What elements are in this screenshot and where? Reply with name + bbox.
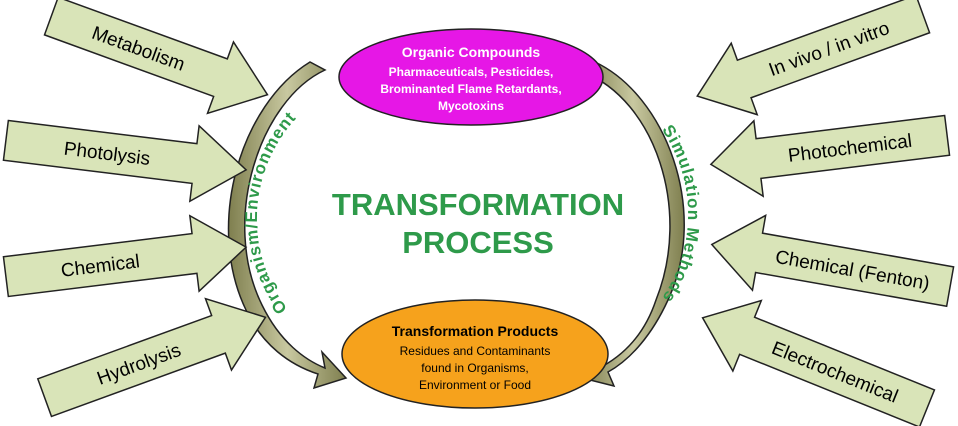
organic-compounds-line: Brominanted Flame Retardants, [380, 82, 561, 96]
metabolism-arrow: Metabolism [43, 0, 269, 115]
transformation-products-title: Transformation Products [392, 323, 559, 339]
photochemical-arrow: Photochemical [709, 114, 951, 198]
transformation-products-line: found in Organisms, [421, 361, 528, 375]
organic-compounds-line: Mycotoxins [438, 99, 504, 113]
chemical-arrow: Chemical [2, 214, 248, 298]
organic-compounds-line: Pharmaceuticals, Pesticides, [389, 65, 554, 79]
photolysis-arrow: Photolysis [2, 119, 248, 203]
transformation-products-line: Residues and Contaminants [400, 344, 551, 358]
left-curved-arrow [227, 61, 348, 390]
transformation-products-line: Environment or Food [419, 378, 531, 392]
in-vivo-arrow: In vivo / in vitro [696, 0, 931, 116]
hydrolysis-arrow: Hydrolysis [36, 297, 267, 418]
organic-compounds-ellipse: Organic Compounds Pharmaceuticals, Pesti… [338, 28, 604, 126]
organic-compounds-title: Organic Compounds [402, 44, 541, 60]
electrochemical-arrow: Electrochemical [701, 299, 936, 426]
center-title-line2: PROCESS [402, 225, 554, 260]
transformation-products-ellipse: Transformation Products Residues and Con… [341, 299, 609, 409]
center-title-line1: TRANSFORMATION [332, 187, 624, 222]
